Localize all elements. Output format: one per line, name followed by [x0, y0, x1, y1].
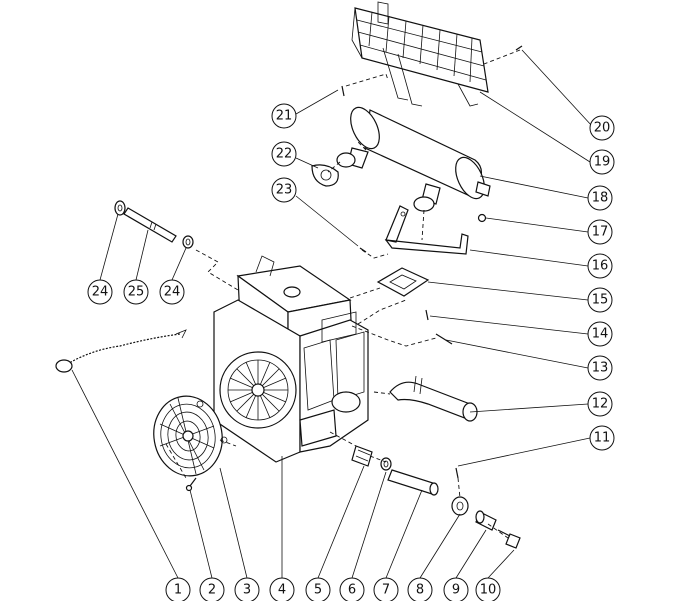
callout-23: 23	[271, 177, 297, 203]
part-sleeve	[387, 469, 439, 496]
part-wire-harness	[55, 329, 187, 373]
callout-label-12: 12	[592, 397, 609, 412]
part-bolt-23	[359, 247, 367, 253]
callout-label-3: 3	[243, 583, 251, 598]
part-exhaust-gasket	[311, 164, 339, 187]
part-fan-screw	[185, 477, 197, 492]
part-rod	[123, 207, 177, 243]
callout-25: 25	[123, 279, 149, 305]
callout-4: 4	[269, 577, 295, 601]
part-wire-guard	[351, 1, 489, 107]
callout-1: 1	[165, 577, 191, 601]
part-bolt-14	[425, 309, 429, 321]
callout-label-14: 14	[592, 327, 609, 342]
part-ring-left	[114, 200, 126, 216]
part-fan-guard	[153, 395, 228, 477]
callout-label-13: 13	[592, 361, 609, 376]
callout-10: 10	[475, 577, 501, 601]
callout-22: 22	[271, 141, 297, 167]
assembly-lines	[165, 49, 521, 539]
callout-16: 16	[587, 253, 613, 279]
callout-19: 19	[589, 149, 615, 175]
part-bolt-21	[341, 85, 345, 97]
callout-12: 12	[587, 391, 613, 417]
callout-20: 20	[589, 115, 615, 141]
callout-3: 3	[234, 577, 260, 601]
callout-label-24-left: 24	[92, 285, 109, 300]
callout-label-18: 18	[592, 191, 609, 206]
callout-6: 6	[339, 577, 365, 601]
callout-21: 21	[271, 103, 297, 129]
part-fitting	[351, 445, 373, 467]
callout-label-25: 25	[128, 285, 145, 300]
part-coupling	[475, 510, 497, 531]
callout-2: 2	[199, 577, 225, 601]
callout-label-19: 19	[594, 155, 611, 170]
callout-label-10: 10	[480, 583, 497, 598]
callout-label-9: 9	[452, 583, 460, 598]
callout-11: 11	[589, 425, 615, 451]
callout-label-22: 22	[276, 147, 293, 162]
callout-label-20: 20	[594, 121, 611, 136]
callout-label-11: 11	[594, 431, 611, 446]
callout-label-6: 6	[348, 583, 356, 598]
callout-label-1: 1	[174, 583, 182, 598]
part-nut-17	[477, 213, 487, 223]
callout-label-2: 2	[208, 583, 216, 598]
part-washer	[380, 457, 392, 471]
part-muffler-bracket	[384, 205, 469, 255]
callout-label-15: 15	[592, 293, 609, 308]
callout-label-8: 8	[416, 583, 424, 598]
callout-24-left: 24	[87, 279, 113, 305]
part-bolt-20	[515, 45, 523, 51]
part-clamp	[451, 496, 469, 516]
part-breather-hose	[389, 375, 478, 422]
callout-17: 17	[587, 219, 613, 245]
part-engine	[213, 255, 369, 463]
part-muffler	[336, 106, 491, 212]
callout-label-17: 17	[592, 225, 609, 240]
callout-24-right: 24	[159, 279, 185, 305]
callout-13: 13	[587, 355, 613, 381]
callout-5: 5	[305, 577, 331, 601]
callout-label-4: 4	[278, 583, 286, 598]
part-plug	[497, 529, 521, 549]
part-ring-right	[182, 235, 194, 249]
part-pin	[435, 333, 453, 345]
callout-label-24-right: 24	[164, 285, 181, 300]
callout-8: 8	[407, 577, 433, 601]
callout-label-5: 5	[314, 583, 322, 598]
callout-label-21: 21	[276, 109, 293, 124]
callout-7: 7	[373, 577, 399, 601]
callout-14: 14	[587, 321, 613, 347]
part-bolt-11	[455, 467, 459, 479]
callout-15: 15	[587, 287, 613, 313]
part-mounting-plate	[376, 267, 430, 297]
leader-lines	[71, 49, 593, 579]
callout-label-16: 16	[592, 259, 609, 274]
callout-9: 9	[443, 577, 469, 601]
callout-label-23: 23	[276, 183, 293, 198]
callout-18: 18	[587, 185, 613, 211]
callout-label-7: 7	[382, 583, 390, 598]
